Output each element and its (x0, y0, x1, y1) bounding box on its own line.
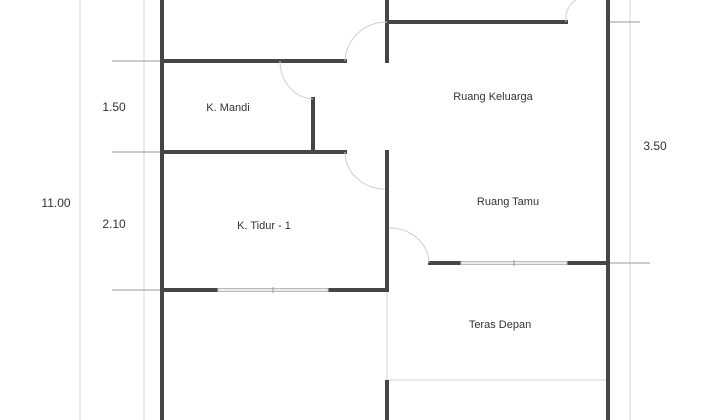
room-label-bathroom: K. Mandi (206, 102, 249, 114)
room-label-bedroom: K. Tidur - 1 (237, 220, 291, 232)
door-arc-topright (565, 0, 577, 23)
door-swings (279, 0, 577, 264)
door-arc-top (344, 21, 388, 62)
dimension-living: 3.50 (643, 139, 667, 153)
door-arc-living (388, 227, 430, 264)
room-label-living-room: Ruang Tamu (477, 196, 539, 208)
dimension-bathroom: 1.50 (102, 100, 126, 114)
dimension-total-length: 11.00 (41, 196, 70, 210)
door-arc-bedroom (344, 151, 386, 190)
dimension-bedroom: 2.10 (102, 217, 126, 231)
dimension-lines (79, 0, 650, 420)
porch-outline (386, 290, 608, 381)
room-label-front-porch: Teras Depan (469, 319, 531, 331)
windows (217, 260, 568, 293)
room-label-family-room: Ruang Keluarga (453, 91, 533, 103)
door-arc-bathroom (279, 60, 314, 100)
walls (160, 0, 610, 420)
